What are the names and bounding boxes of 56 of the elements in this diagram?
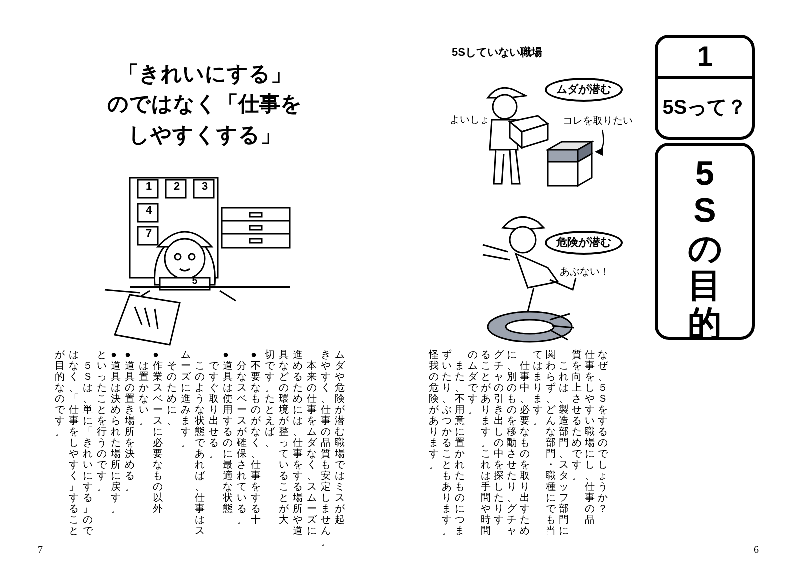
bubble-text: ムダが潜む <box>556 82 612 98</box>
page-heading: 「きれいにする」のではなく「仕事をしやすくする」 <box>106 62 304 149</box>
text-line: に、別のものを移動させたり、グチャ <box>507 350 517 537</box>
text-line: ●道具は決められた場所に戻す。 <box>111 350 121 517</box>
text-line: は置かない。 <box>139 360 149 429</box>
text-line: このような状態であれば、仕事はス <box>195 360 205 539</box>
chapter-number-tab <box>655 35 755 79</box>
text-line: 切です。たとえば、 <box>265 350 275 451</box>
page-number: 6 <box>754 546 759 556</box>
shelf-number: 2 <box>172 182 182 193</box>
speech-text: コレを取りたい <box>563 115 635 128</box>
text-line: といったことを行うのです。 <box>97 350 107 495</box>
text-line: 怪我の危険があります。 <box>429 350 439 473</box>
text-line: 本来の仕事をムダなく、スムーズに <box>307 360 317 539</box>
text-line: ムダや危険が潜む職場ではミスが起 <box>335 350 345 528</box>
text-line: また、不用意に置かれたものにつま <box>455 360 465 537</box>
chapter-title: 5Sって？ <box>662 98 748 118</box>
text-line: これは、製造部門、スタッフ部門に <box>559 360 569 537</box>
text-line: 具などの環境が整っていることが大 <box>279 350 289 528</box>
text-line: きやすく、仕事の品質も安定しません。 <box>321 350 331 548</box>
text-line: のムダです。 <box>468 350 478 418</box>
text-line: はなく、「仕事をしやすく」すること <box>69 350 79 539</box>
text-line: てはまります。 <box>533 350 543 429</box>
page-number: 7 <box>38 546 43 556</box>
text-line: ５Ｓは、単に「きれいにする」ので <box>83 360 93 539</box>
shelf-number: 4 <box>144 206 154 217</box>
section-title-box <box>655 143 755 340</box>
shelf-number: 1 <box>144 182 154 193</box>
bubble-text: 危険が潜む <box>556 236 612 251</box>
text-line: ですぐ取り出せる。 <box>209 360 219 462</box>
shelf-number: 3 <box>200 182 210 193</box>
chapter-title-tab <box>655 76 755 140</box>
text-line: 進めるためには、仕事をする場所や道 <box>293 350 303 539</box>
stacked-boxes-drawing <box>546 138 594 188</box>
text-line: 質を向上させるためです。 <box>572 350 582 484</box>
speech-text: あぶない！ <box>560 268 610 278</box>
text-line: ●作業スペースに必要なもの以外 <box>153 350 163 517</box>
text-line: なぜ、５Ｓをするのでしょうか？ <box>598 350 608 517</box>
text-line: ●不要なものがなく、仕事をする十 <box>251 350 261 528</box>
text-line: ●道具の置き場所を決める。 <box>125 350 135 495</box>
text-line: ることがあります。これは手間や時間 <box>481 350 491 537</box>
text-line: 仕事中、必要なものを取り出すため <box>520 360 530 537</box>
text-line: ●道具は使用するのに最適な状態 <box>223 350 233 517</box>
speech-text: よいしょ <box>450 116 490 126</box>
chapter-number: 1 <box>697 43 713 71</box>
section-heading: 5Sしていない職場 <box>452 48 542 59</box>
text-line: が目的なのです。 <box>55 350 65 440</box>
text-line: ムーズに進みます。 <box>181 350 191 451</box>
text-line: グチャの引き出しの中を探したりす <box>494 350 504 528</box>
text-line: 関わらず、どんな部門・職種にでも当 <box>546 350 556 537</box>
curved-arrow <box>595 130 604 156</box>
text-line: ずいたり、ぶつかることもあります。 <box>442 350 452 537</box>
shelf-number: 7 <box>144 229 154 240</box>
text-line: 仕事をしやすい職場にし、仕事の品 <box>585 350 595 528</box>
text-line: 分なスペースが確保されている。 <box>237 360 247 528</box>
text-line: そのために、 <box>167 360 177 429</box>
